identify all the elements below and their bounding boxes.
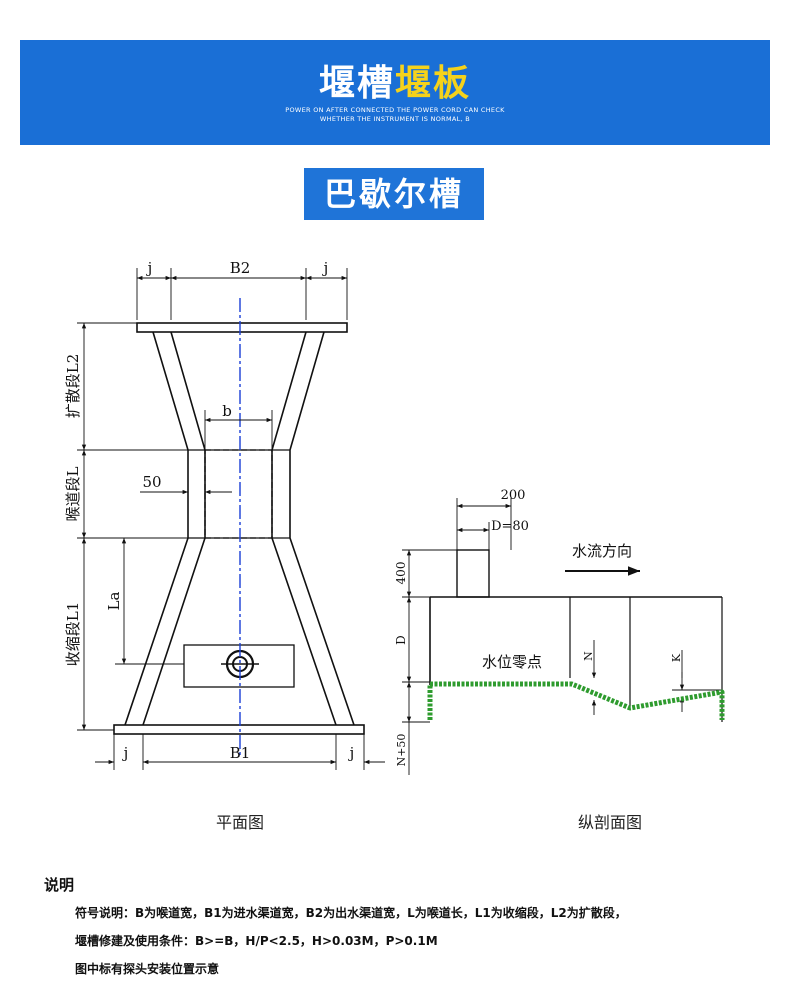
label-l: 喉道段L bbox=[64, 466, 82, 521]
section-view-caption: 纵剖面图 bbox=[578, 813, 643, 832]
section-title: 巴歇尔槽 bbox=[304, 168, 484, 220]
label-j-top-left: j bbox=[146, 259, 153, 277]
banner-title: 堰槽堰板 bbox=[20, 54, 770, 106]
outer-wall-left bbox=[124, 331, 189, 726]
label-l2: 扩散段L2 bbox=[64, 354, 82, 419]
banner-title-part1: 堰槽 bbox=[318, 63, 395, 104]
inner-wall-right bbox=[271, 331, 337, 726]
label-j-top-right: j bbox=[322, 259, 329, 277]
inlet-flange bbox=[113, 724, 365, 735]
header-banner: 堰槽堰板 POWER ON AFTER CONNECTED THE POWER … bbox=[20, 40, 770, 145]
label-j-bottom-left: j bbox=[122, 744, 129, 762]
label-b1: B1 bbox=[230, 744, 251, 762]
note-line-2: 堰槽修建及使用条件：B>=B，H/P<2.5，H>0.03M，P>0.1M bbox=[75, 934, 438, 948]
banner-subtitle-line1: POWER ON AFTER CONNECTED THE POWER CORD … bbox=[285, 106, 505, 114]
label-l1: 收缩段L1 bbox=[64, 602, 82, 667]
label-dim-400: 400 bbox=[394, 562, 408, 585]
label-n50: N+50 bbox=[395, 734, 408, 767]
banner-title-part2: 堰板 bbox=[395, 63, 472, 104]
notes-title: 说明 bbox=[44, 876, 75, 894]
probe-well bbox=[456, 549, 490, 598]
label-la: La bbox=[105, 591, 123, 610]
label-dim-50: 50 bbox=[142, 473, 161, 491]
label-n: N bbox=[582, 651, 595, 661]
plan-view bbox=[77, 268, 385, 770]
note-line-3: 图中标有探头安装位置示意 bbox=[75, 962, 220, 976]
label-d: D bbox=[394, 635, 408, 645]
label-zero-point: 水位零点 bbox=[482, 653, 542, 671]
label-b: b bbox=[222, 402, 232, 420]
label-dim-200: 200 bbox=[501, 488, 526, 503]
note-line-1: 符号说明：B为喉道宽，B1为进水渠道宽，B2为出水渠道宽，L为喉道长，L1为收缩… bbox=[75, 906, 627, 920]
label-flow-direction: 水流方向 bbox=[572, 542, 632, 560]
banner-subtitle-line2: WHETHER THE INSTRUMENT IS NORMAL, B bbox=[319, 115, 471, 123]
label-d80: D=80 bbox=[491, 519, 529, 534]
plan-view-caption: 平面图 bbox=[216, 813, 265, 832]
banner-subtitle: POWER ON AFTER CONNECTED THE POWER CORD … bbox=[20, 106, 770, 124]
inner-wall-left bbox=[142, 331, 206, 726]
channel-bed bbox=[427, 681, 725, 720]
label-b2: B2 bbox=[230, 259, 251, 277]
label-j-bottom-right: j bbox=[348, 744, 355, 762]
label-k: K bbox=[670, 653, 683, 662]
section-view bbox=[402, 498, 723, 775]
outer-wall-right bbox=[289, 331, 355, 726]
outlet-flange bbox=[136, 322, 348, 333]
